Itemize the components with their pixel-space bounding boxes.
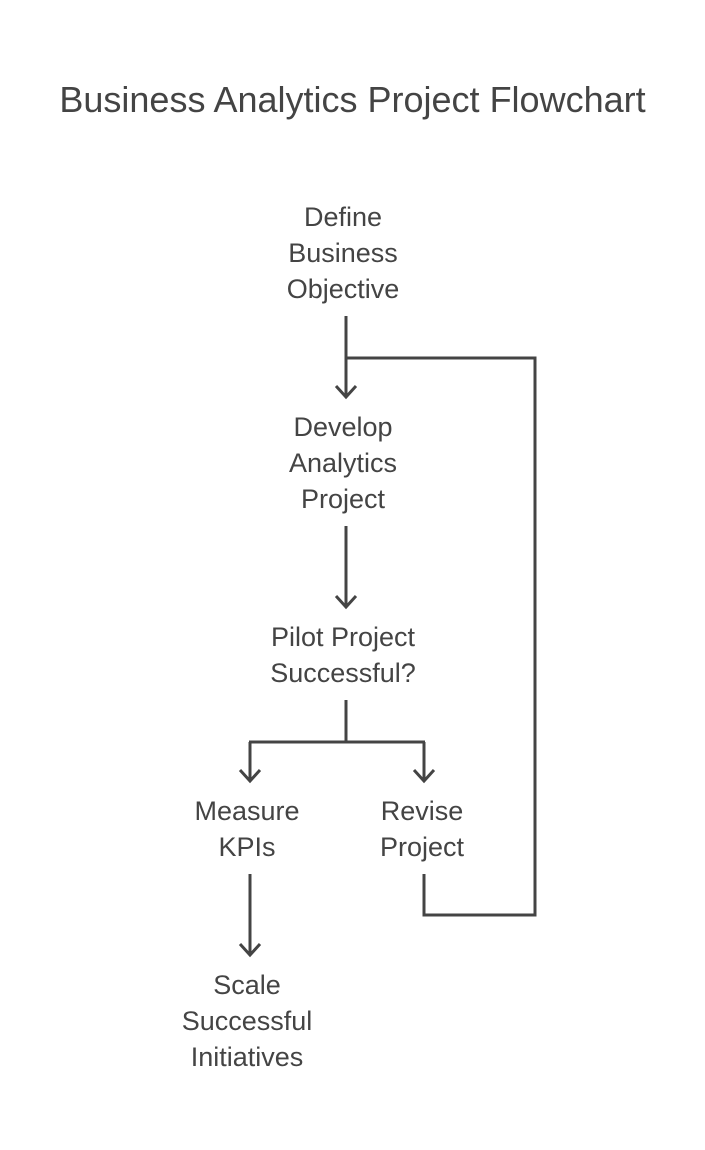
arrowhead-develop-top xyxy=(334,384,358,400)
node-label-line: Analytics xyxy=(288,448,398,478)
node-label-line: Define xyxy=(303,202,383,232)
arrowhead-scale-top xyxy=(238,942,262,958)
diagram-title: Business Analytics Project Flowchart xyxy=(59,79,646,120)
node-label-line: Measure xyxy=(194,796,300,826)
node-label-line: Project xyxy=(300,484,386,514)
node-label-line: Successful? xyxy=(270,658,416,688)
edge-revise-to-develop-loop xyxy=(346,356,537,917)
arrowhead-revise-top xyxy=(412,768,436,784)
node-define-business-objective: Define Business Objective xyxy=(243,199,443,307)
node-label-line: Successful xyxy=(181,1006,313,1036)
node-revise-project: Revise Project xyxy=(352,793,492,865)
node-label-line: Revise xyxy=(380,796,464,826)
node-label-line: Project xyxy=(379,832,465,862)
node-label-line: KPIs xyxy=(218,832,276,862)
node-label-line: Business xyxy=(288,238,398,268)
node-label-line: Initiatives xyxy=(190,1042,304,1072)
arrowhead-measure-top xyxy=(238,768,262,784)
node-develop-analytics-project: Develop Analytics Project xyxy=(243,409,443,517)
node-label-line: Scale xyxy=(213,970,281,1000)
node-label-line: Pilot Project xyxy=(270,622,416,652)
arrowhead-pilot-top xyxy=(334,594,358,610)
node-scale-successful-initiatives: Scale Successful Initiatives xyxy=(147,967,347,1075)
node-pilot-project-successful: Pilot Project Successful? xyxy=(223,619,463,691)
node-measure-kpis: Measure KPIs xyxy=(167,793,327,865)
node-label-line: Develop xyxy=(293,412,393,442)
node-label-line: Objective xyxy=(286,274,400,304)
